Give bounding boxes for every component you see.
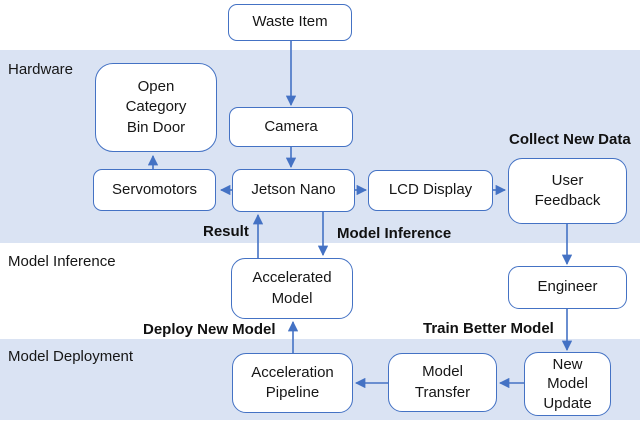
section-label-model-inference: Model Inference — [8, 253, 116, 270]
node-user-feedback: User Feedback — [508, 158, 627, 224]
node-engineer: Engineer — [508, 266, 627, 309]
node-model-transfer: Model Transfer — [388, 353, 497, 412]
node-new-model-update: New Model Update — [524, 352, 611, 416]
edge-label-deploy-new-model: Deploy New Model — [143, 321, 276, 338]
node-open-category-bin-door: Open Category Bin Door — [95, 63, 217, 152]
node-accelerated-model: Accelerated Model — [231, 258, 353, 319]
edge-label-result: Result — [203, 223, 249, 240]
node-waste-item: Waste Item — [228, 4, 352, 41]
node-servomotors: Servomotors — [93, 169, 216, 211]
section-label-hardware: Hardware — [8, 61, 74, 78]
node-jetson-nano: Jetson Nano — [232, 169, 355, 212]
node-camera: Camera — [229, 107, 353, 147]
edge-label-train-better-model: Train Better Model — [423, 320, 554, 337]
edge-label-collect-new-data: Collect New Data — [509, 131, 631, 148]
node-acceleration-pipeline: Acceleration Pipeline — [232, 353, 353, 413]
edge-label-model-inference: Model Inference — [337, 225, 452, 242]
node-lcd-display: LCD Display — [368, 170, 493, 211]
section-label-model-deployment: Model Deployment — [8, 348, 134, 365]
